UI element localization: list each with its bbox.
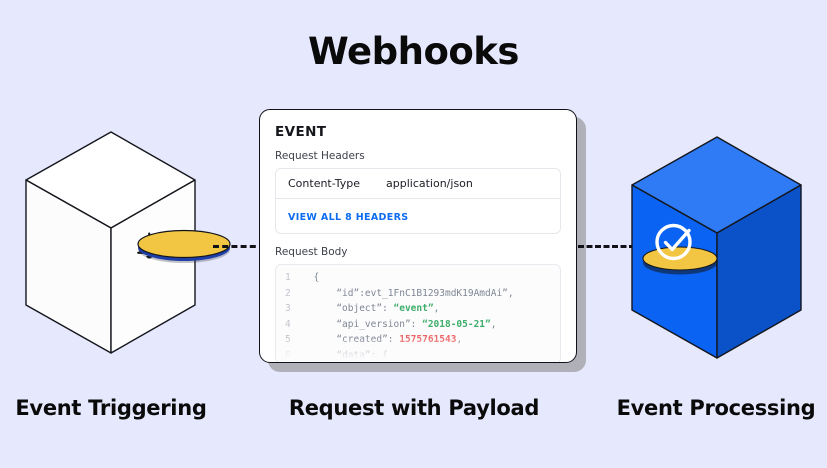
code-line-text: “api_version”: “2018-05-21”,	[302, 317, 496, 333]
code-line-text: “id”:evt_1FnC1B1293mdK19AmdAi”,	[302, 286, 514, 302]
code-line-number: 3	[285, 303, 291, 315]
code-line-text: “object”: “event”,	[302, 301, 439, 317]
code-line: 2 “id”:evt_1FnC1B1293mdK19AmdAi”,	[276, 286, 560, 302]
code-line-number: 4	[285, 318, 291, 330]
connector-left-dashed	[213, 245, 265, 248]
white-cube-icon	[25, 131, 231, 354]
header-value-cell: application/json	[386, 177, 473, 190]
code-token: “data”: {	[302, 349, 388, 361]
code-token: ,	[456, 334, 463, 346]
code-line-number: 5	[285, 334, 291, 346]
view-all-headers-link[interactable]: VIEW ALL 8 HEADERS	[288, 212, 409, 223]
code-lines: 1 {2 “id”:evt_1FnC1B1293mdK19AmdAi”,3 “o…	[276, 265, 560, 362]
code-token: “2018-05-21”	[422, 318, 491, 330]
event-heading: EVENT	[275, 124, 327, 140]
caption-request-payload: Request with Payload	[288, 396, 540, 420]
view-all-headers-row[interactable]: VIEW ALL 8 HEADERS	[276, 199, 560, 233]
header-key-cell: Content-Type	[288, 177, 360, 190]
code-line-number: 6	[285, 349, 291, 361]
code-line: 3 “object”: “event”,	[276, 301, 560, 317]
code-token: “created”:	[302, 334, 400, 346]
code-token: ,	[433, 303, 440, 315]
code-line-number: 2	[285, 287, 291, 299]
code-line: 6 “data”: {	[276, 348, 560, 362]
code-line-text: “created”: 1575761543,	[302, 332, 462, 348]
gold-disc-right	[642, 246, 718, 275]
code-line-text: {	[302, 270, 319, 286]
headers-table: Content-Type application/json VIEW ALL 8…	[275, 168, 561, 234]
request-body-label: Request Body	[275, 246, 348, 258]
blue-cube-icon	[631, 136, 802, 359]
code-token: ,	[490, 318, 497, 330]
code-token: “event”	[393, 303, 434, 315]
connector-right-dashed	[578, 245, 635, 248]
table-row: Content-Type application/json	[276, 169, 560, 199]
code-token: “api_version”:	[302, 318, 423, 330]
check-circle-icon	[655, 223, 692, 261]
page-title: Webhooks	[308, 30, 519, 73]
code-token: “id”:evt_1FnC1B1293mdK19AmdAi”,	[302, 287, 514, 299]
code-line: 1 {	[276, 265, 560, 286]
request-payload-card: EVENT Request Headers Content-Type appli…	[259, 109, 577, 363]
event-triggering-node	[8, 125, 238, 375]
code-token: 1575761543	[399, 334, 457, 346]
code-line: 4 “api_version”: “2018-05-21”,	[276, 317, 560, 333]
caption-event-processing: Event Processing	[616, 396, 816, 420]
caption-event-triggering: Event Triggering	[15, 396, 207, 420]
request-body-code-block[interactable]: 1 {2 “id”:evt_1FnC1B1293mdK19AmdAi”,3 “o…	[275, 264, 561, 362]
code-token: {	[302, 272, 320, 283]
code-token: “object”:	[302, 303, 394, 315]
event-processing-node	[605, 125, 827, 375]
request-headers-label: Request Headers	[275, 150, 365, 162]
code-line-text: “data”: {	[302, 348, 388, 362]
gold-disc-left	[137, 229, 231, 263]
code-line-number: 1	[285, 272, 291, 283]
code-line: 5 “created”: 1575761543,	[276, 332, 560, 348]
